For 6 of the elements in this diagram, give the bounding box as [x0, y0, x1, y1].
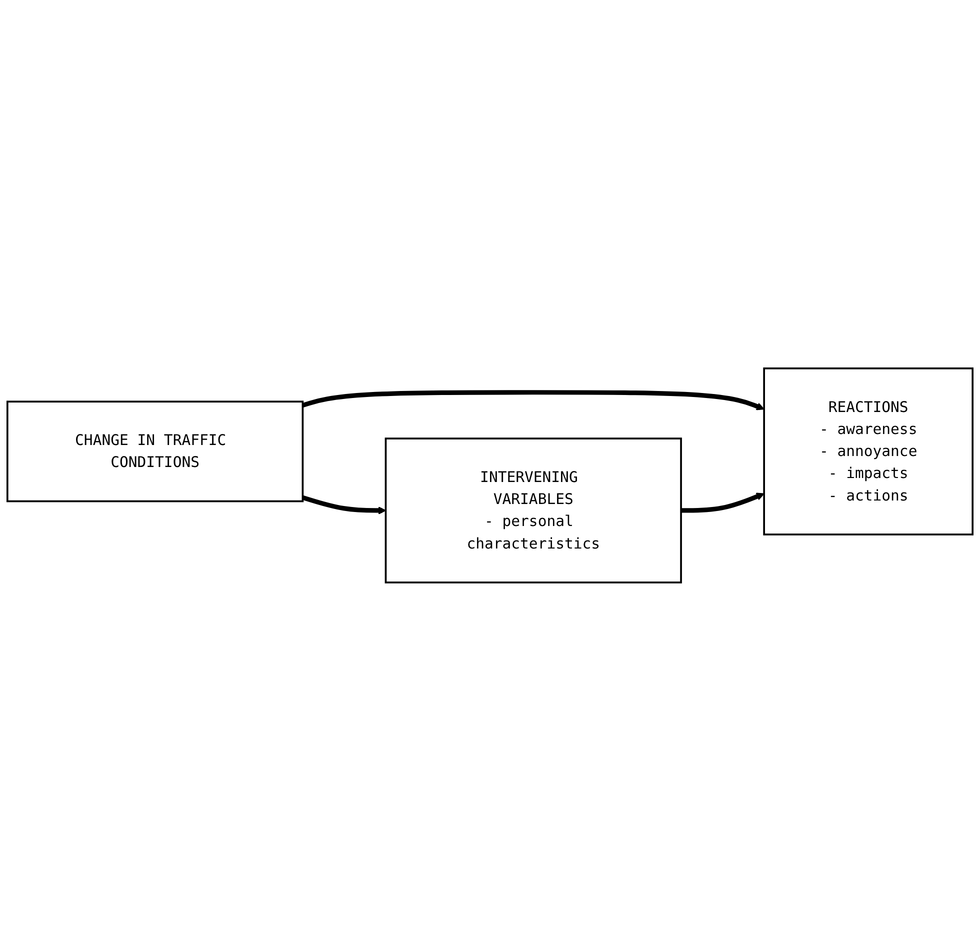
arrow: [681, 492, 764, 513]
node-box: CHANGE IN TRAFFIC CONDITIONS: [6, 400, 304, 502]
node-box: INTERVENING VARIABLES - personal characteristics: [384, 438, 682, 584]
node-box: REACTIONS - awareness - annoyance - impacts - actions: [763, 368, 974, 536]
arrow: [302, 390, 764, 410]
arrow: [302, 495, 386, 515]
